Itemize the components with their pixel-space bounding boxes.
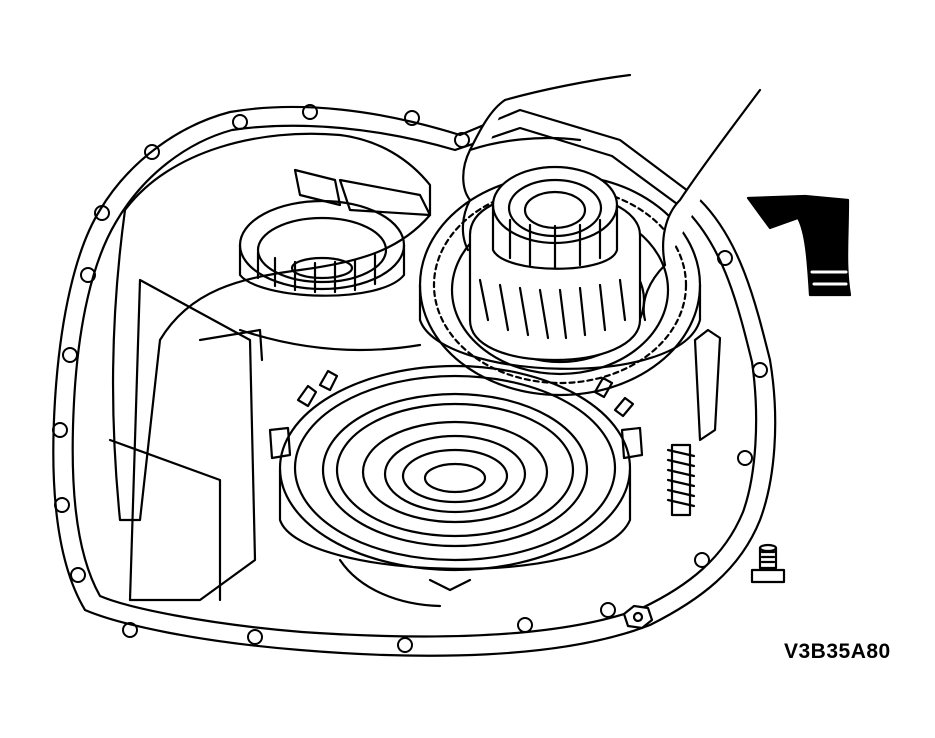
case-bolt-holes	[52, 104, 768, 653]
differential-bearing-bore	[238, 199, 406, 297]
clutch-drum	[268, 364, 644, 608]
hand	[461, 73, 762, 322]
nut	[622, 604, 654, 630]
transaxle-case	[52, 105, 777, 657]
spring-pin	[666, 328, 722, 517]
direction-arrow	[746, 194, 852, 297]
drive-gear-bearing	[468, 165, 642, 362]
figure-code-label: V3B35A80	[784, 640, 891, 663]
bolt	[750, 543, 786, 584]
